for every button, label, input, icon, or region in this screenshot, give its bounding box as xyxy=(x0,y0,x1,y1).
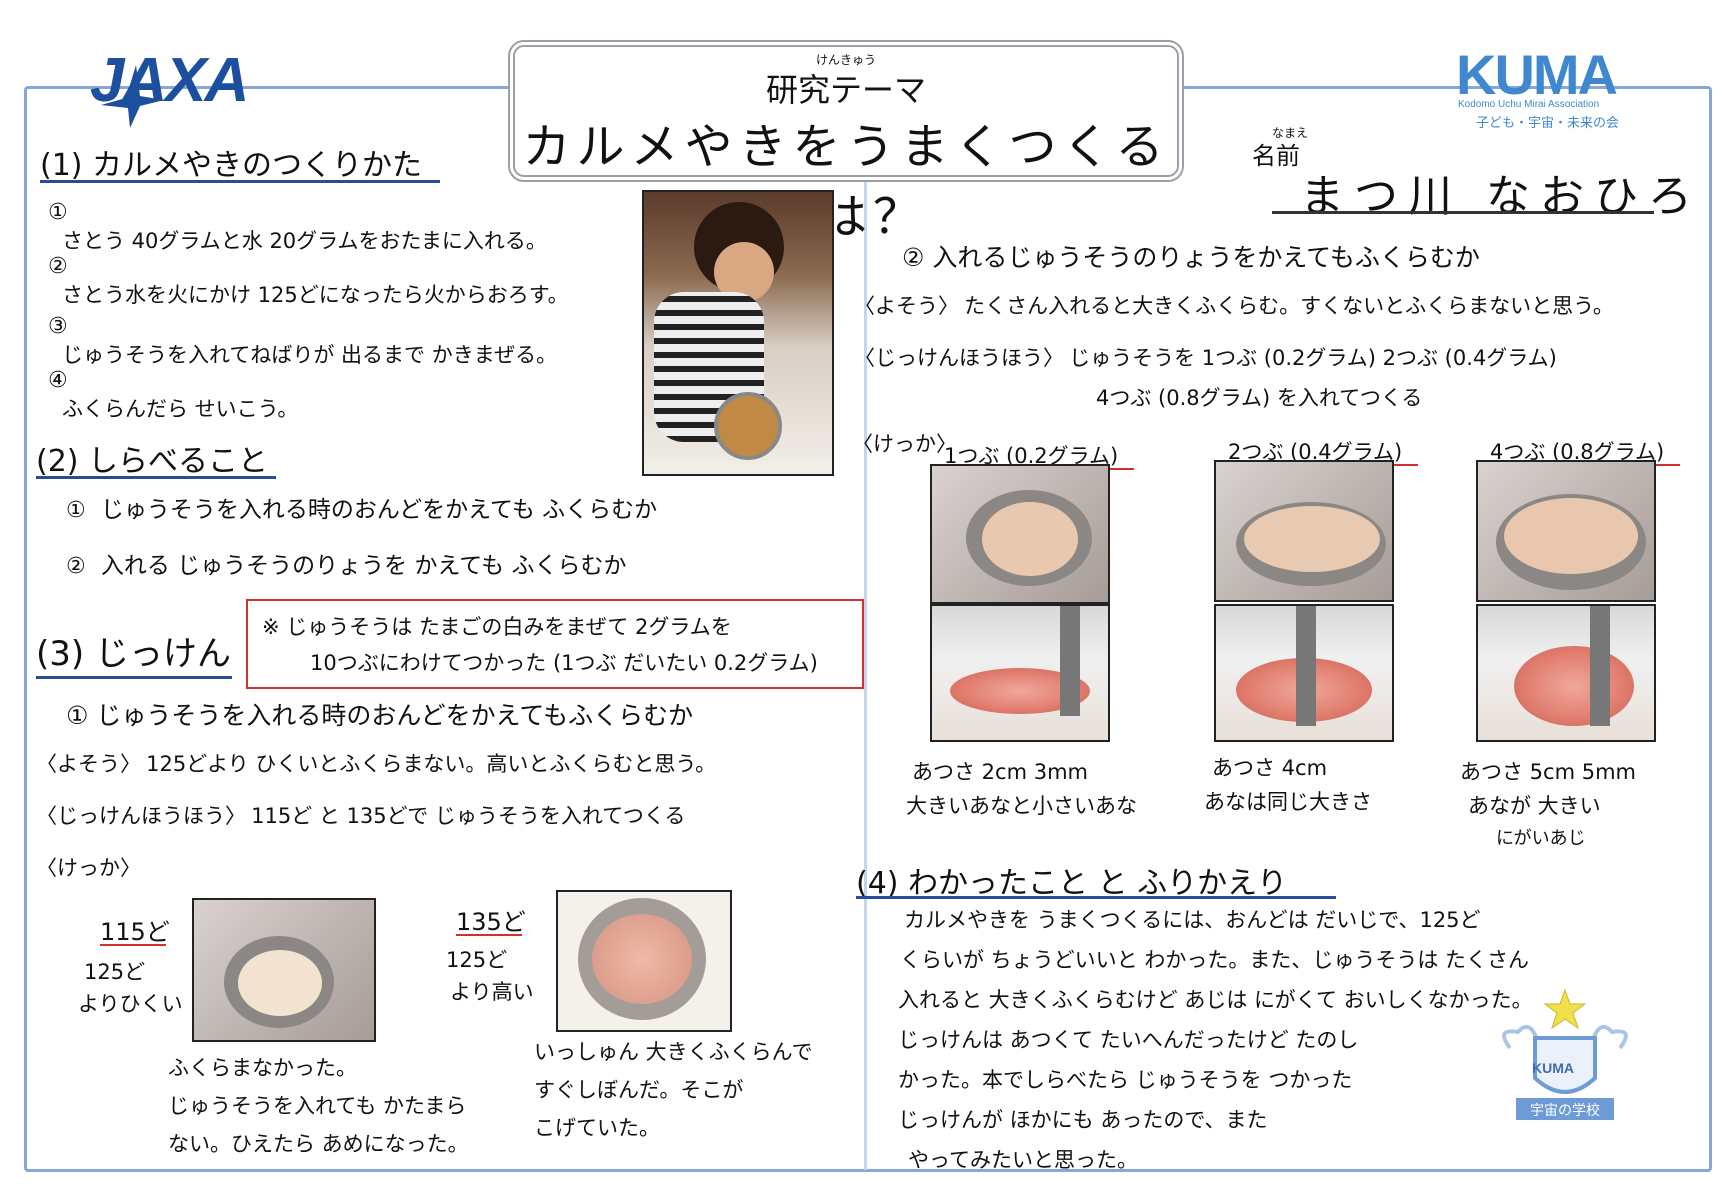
experiment-2-result-tag: 〈けっか〉 xyxy=(852,432,957,456)
section-4-title: (4) わかったこと と ふりかえり xyxy=(856,866,1288,901)
note-line-1: ※ じゅうそうは たまごの白みをまぜて 2グラムを xyxy=(262,615,732,639)
result-135-label: 135ど xyxy=(456,908,526,936)
boy-cooking-photo xyxy=(642,190,834,476)
experiment-2-method-line2: 4つぶ (0.8グラム) を入れてつくる xyxy=(1096,386,1423,410)
kuma-emblem-icon xyxy=(1502,988,1628,1120)
result-115-sub1: 125ど xyxy=(84,960,146,984)
section-1-title: (1) カルメやきのつくりかた xyxy=(40,148,423,183)
result-115-caption: ふくらまなかった。 じゅうそうを入れても かたまら ない。ひえたら あめになった… xyxy=(168,1056,469,1156)
kuma-logo-subtitle: Kodomo Uchu Mirai Association xyxy=(1458,99,1600,110)
jaxa-star-icon xyxy=(101,65,164,128)
experiment-1-method: 〈じっけんほうほう〉 115ど と 135どで じゅうそうを入れてつくる xyxy=(36,804,686,828)
investigate-1: ① じゅうそうを入れる時のおんどをかえても ふくらむか xyxy=(66,497,658,523)
result-1-caption-1: あつさ 2cm 3mm xyxy=(912,760,1088,784)
step-4: ④ ふくらんだら せいこう。 xyxy=(48,368,299,421)
step-3: ③ じゅうそうを入れてねばりが 出るまで かきまぜる。 xyxy=(48,314,558,367)
experiment-1-result-tag: 〈けっか〉 xyxy=(36,856,141,880)
result-1-caption-2: 大きいあなと小さいあな xyxy=(906,794,1137,818)
investigate-2: ② 入れる じゅうそうのりょうを かえても ふくらむか xyxy=(66,553,627,579)
section-1-underline xyxy=(40,180,440,183)
name-underline xyxy=(1272,211,1654,214)
name-label: 名前 xyxy=(1252,142,1300,170)
theme-ruby: けんきゅう xyxy=(815,53,876,67)
result-135-sub1: 125ど xyxy=(446,948,508,972)
result-3-caption-3: にがいあじ xyxy=(1496,828,1586,849)
result-135-sub2: より高い xyxy=(450,980,534,1004)
result-115-label: 115ど xyxy=(100,918,170,946)
emblem-text: KUMA xyxy=(1532,1060,1574,1076)
result-135-caption: いっしゅん 大きくふくらんで すぐしぼんだ。そこが こげていた。 xyxy=(534,1040,813,1140)
note-box: ※ じゅうそうは たまごの白みをまぜて 2グラムを 10つぶにわけてつかった (… xyxy=(246,599,864,689)
photo-2-sponge xyxy=(1214,604,1394,742)
experiment-2-prediction: 〈よそう〉 たくさん入れると大きくふくらむ。すくないとふくらまないと思う。 xyxy=(854,294,1614,318)
photo-3-ladle xyxy=(1476,460,1656,602)
photo-115 xyxy=(192,898,376,1042)
section-3-underline xyxy=(36,676,232,679)
theme-box: けんきゅう 研究テーマ カルメやきをうまくつくるには？ xyxy=(508,40,1184,245)
name-value: まつ川 なおひろ xyxy=(1300,171,1702,222)
result-3-caption-1: あつさ 5cm 5mm xyxy=(1460,760,1636,784)
photo-2-ladle xyxy=(1214,460,1394,602)
experiment-1-prediction: 〈よそう〉 125どより ひくいとふくらまない。高いとふくらむと思う。 xyxy=(36,752,717,776)
result-2-caption-2: あなは同じ大きさ xyxy=(1204,790,1372,814)
section-2-underline xyxy=(36,476,276,479)
column-divider xyxy=(864,150,867,1170)
section-2-title: (2) しらべること xyxy=(36,444,269,479)
photo-1-ladle xyxy=(930,464,1110,604)
section-4-underline xyxy=(856,896,1336,899)
photo-1-sponge xyxy=(930,604,1110,742)
kuma-logo-japanese: 子ども・宇宙・未来の会 xyxy=(1476,116,1620,131)
jaxa-logo: JAXA xyxy=(90,46,249,115)
result-115-underline xyxy=(100,944,166,946)
theme-title: カルメやきをうまくつくるには？ xyxy=(522,119,1170,245)
kuma-logo: KUMA xyxy=(1456,43,1618,106)
result-115-sub2: よりひくい xyxy=(78,992,183,1016)
name-ruby: なまえ xyxy=(1272,126,1309,140)
emblem-banner: 宇宙の学校 xyxy=(1530,1103,1600,1119)
experiment-1-title: ① じゅうそうを入れる時のおんどをかえてもふくらむか xyxy=(66,701,694,730)
experiment-2-method: 〈じっけんほうほう〉 じゅうそうを 1つぶ (0.2グラム) 2つぶ (0.4グ… xyxy=(854,346,1557,370)
photo-3-sponge xyxy=(1476,604,1656,742)
result-3-caption-2: あなが 大きい xyxy=(1468,794,1601,818)
theme-label: 研究テーマ xyxy=(765,71,926,109)
experiment-2-title: ② 入れるじゅうそうのりょうをかえてもふくらむか xyxy=(902,243,1480,272)
photo-135 xyxy=(556,890,732,1032)
step-2: ② さとう水を火にかけ 125どになったら火からおろす。 xyxy=(48,254,569,307)
section-3-title: (3) じっけん xyxy=(36,634,231,674)
result-2-caption-1: あつさ 4cm xyxy=(1212,756,1328,780)
note-line-2: 10つぶにわけてつかった (1つぶ だいたい 0.2グラム) xyxy=(310,651,818,675)
step-1: ① さとう 40グラムと水 20グラムをおたまに入れる。 xyxy=(48,200,547,253)
result-135-underline xyxy=(456,934,522,936)
